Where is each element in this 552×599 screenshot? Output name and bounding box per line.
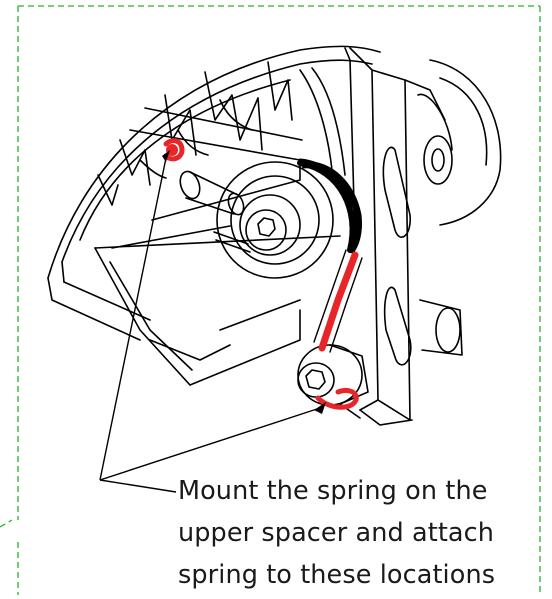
- hex-socket-bolt-icon: [257, 217, 276, 237]
- callout-line-3: spring to these locations: [178, 560, 496, 590]
- leader-lines: [99, 157, 321, 493]
- callout-text: Mount the spring on the upper spacer and…: [178, 470, 538, 596]
- pulley-ring: [301, 161, 362, 255]
- callout-line-1: Mount the spring on the: [178, 476, 488, 506]
- hex-socket-bolt-icon: [305, 369, 326, 390]
- dashed-frame: [0, 5, 541, 595]
- callout-line-2: upper spacer and attach: [178, 518, 495, 548]
- spring-highlight: [163, 138, 363, 410]
- wheel-assembly-line-art: [47, 45, 502, 426]
